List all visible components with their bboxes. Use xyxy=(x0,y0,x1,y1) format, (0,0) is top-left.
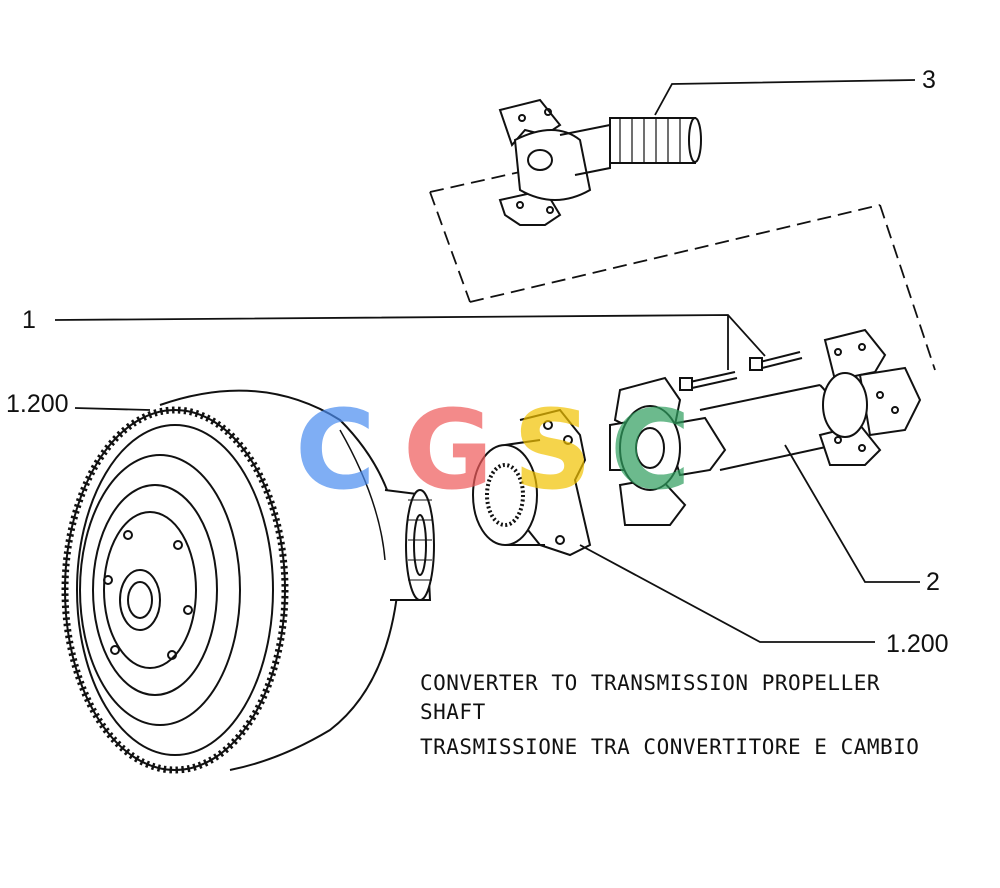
leader-lines xyxy=(54,79,920,643)
flange-part-1-200 xyxy=(472,408,592,557)
callout-2: 2 xyxy=(926,568,940,596)
callout-3: 3 xyxy=(922,66,936,94)
callout-1200-right: 1.200 xyxy=(886,630,949,658)
caption-line-3: TRASMISSIONE TRA CONVERTITORE E CAMBIO xyxy=(420,735,920,759)
callout-1: 1 xyxy=(22,306,36,334)
leader-1200-left xyxy=(74,407,151,411)
callout-1200-left: 1.200 xyxy=(6,390,69,418)
leader-3 xyxy=(654,79,916,116)
leader-2 xyxy=(784,444,920,583)
leader-1 xyxy=(54,314,766,370)
torque-converter xyxy=(61,389,435,774)
caption-line-1: CONVERTER TO TRANSMISSION PROPELLER xyxy=(420,671,881,695)
watermark-letter-4: C xyxy=(610,386,691,514)
watermark-letter-2: G xyxy=(403,386,493,514)
watermark-letter-3: S xyxy=(513,386,592,514)
caption-line-2: SHAFT xyxy=(420,700,486,724)
watermark-letter-1: C xyxy=(295,386,376,514)
slip-yoke-part-3 xyxy=(498,98,702,226)
watermark: C G S C xyxy=(295,386,691,514)
propeller-shaft-part-2 xyxy=(609,328,922,526)
assembly-dash-outline xyxy=(429,171,936,371)
leader-1200-right xyxy=(579,544,875,643)
